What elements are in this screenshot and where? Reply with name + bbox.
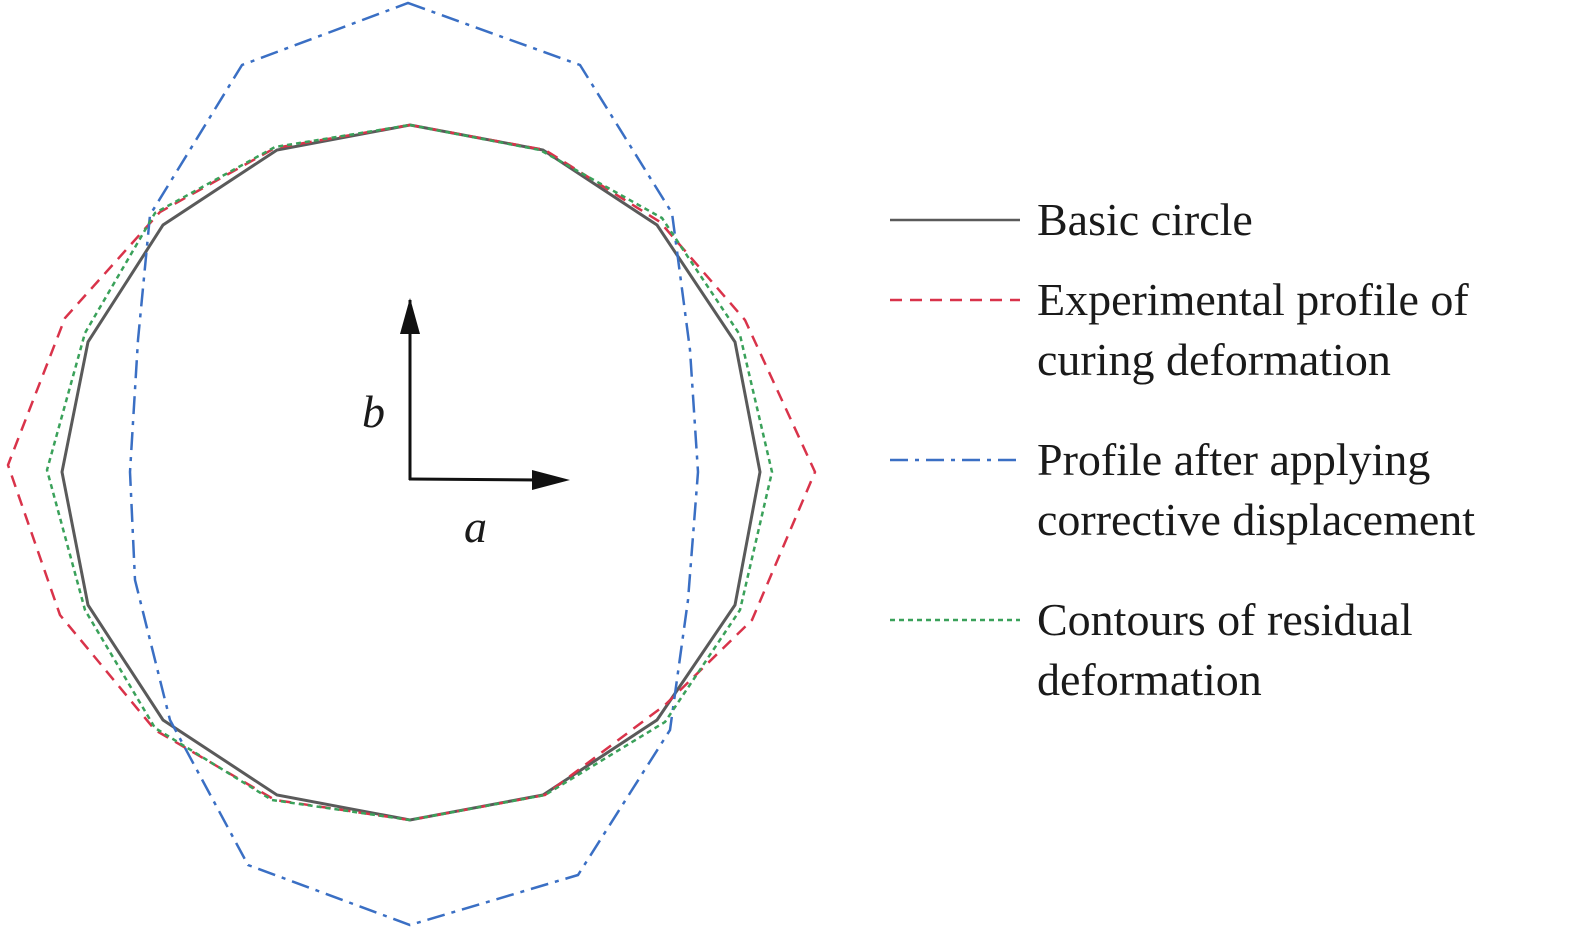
legend-basic-circle: Basic circle <box>1037 190 1253 250</box>
legend-experimental-profile: Experimental profile of curing deformatio… <box>1037 270 1469 390</box>
corrected-profile-outline <box>128 1 700 927</box>
legend-label: corrective displacement <box>1037 494 1476 545</box>
b-axis-label: b <box>362 386 385 437</box>
residual-deformation-outline <box>45 123 774 822</box>
legend-label: curing deformation <box>1037 334 1391 385</box>
legend-label: Contours of residual <box>1037 594 1413 645</box>
b-arrowhead <box>400 298 420 334</box>
legend-label: deformation <box>1037 654 1262 705</box>
experimental-profile-outline <box>6 123 817 822</box>
legend-label: Profile after applying <box>1037 434 1431 485</box>
legend-residual-deformation: Contours of residual deformation <box>1037 590 1413 710</box>
a-axis-label: a <box>464 501 487 552</box>
legend-label: Basic circle <box>1037 194 1253 245</box>
legend-corrected-profile: Profile after applying corrective displac… <box>1037 430 1475 550</box>
a-axis-arrow <box>408 477 541 482</box>
legend-label: Experimental profile of <box>1037 274 1469 325</box>
a-arrowhead <box>532 470 570 490</box>
